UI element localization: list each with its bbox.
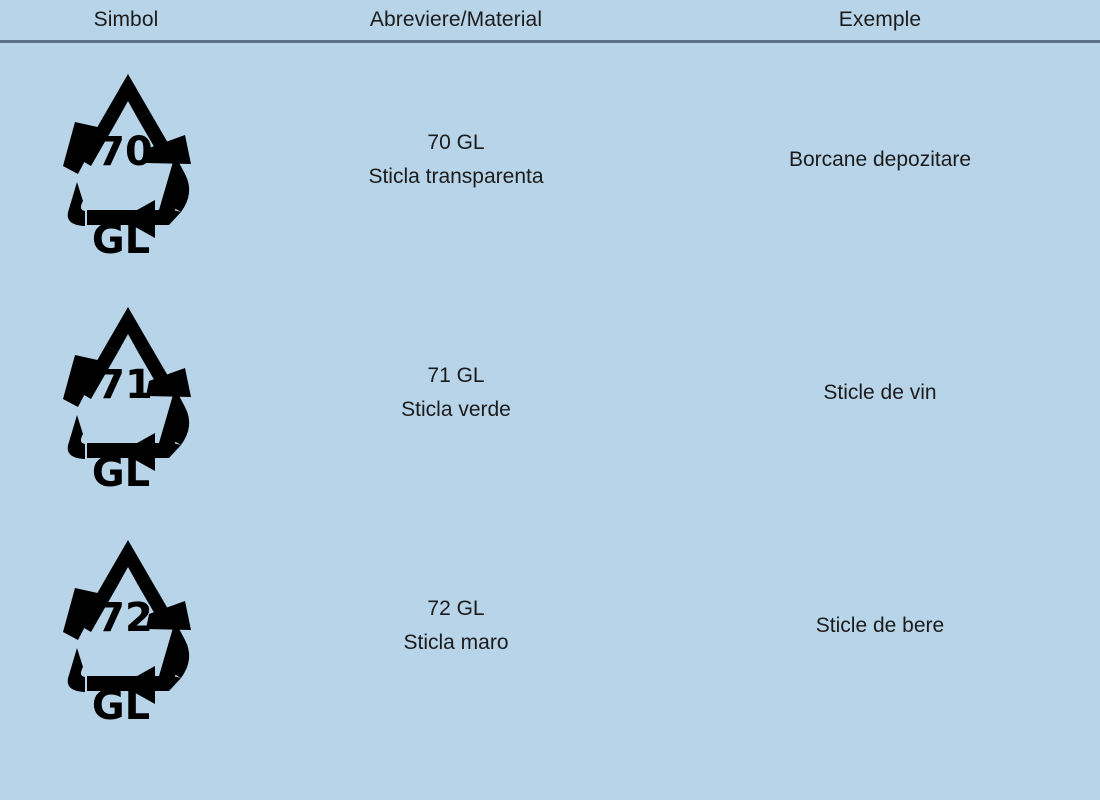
example-cell: Sticle de bere: [660, 509, 1100, 742]
symbol-number: 71: [97, 362, 153, 408]
mobius-loop-recycling-icon: 70 GL: [63, 74, 191, 257]
material-name: Sticla maro: [403, 630, 509, 654]
table-header: Simbol Abreviere/Material Exemple: [0, 0, 1100, 40]
material-code: 71 GL: [427, 363, 485, 387]
mobius-loop-recycling-icon: 72 GL: [63, 540, 191, 723]
table-row: 70 GL 70 GL Sticla transparenta Borcane …: [0, 43, 1100, 276]
symbol-number: 72: [97, 595, 153, 641]
material-code: 70 GL: [427, 130, 485, 154]
symbol-cell: 72 GL: [0, 509, 252, 742]
symbol-cell: 71 GL: [0, 276, 252, 509]
symbol-abbreviation: GL: [92, 683, 150, 723]
material-name: Sticla transparenta: [368, 164, 544, 188]
column-header-simbol: Simbol: [93, 8, 159, 31]
column-header-exemple: Exemple: [838, 8, 922, 31]
table-row: 72 GL 72 GL Sticla maro Sticle de bere: [0, 509, 1100, 742]
mobius-loop-recycling-icon: 71 GL: [63, 307, 191, 490]
symbol-number: 70: [97, 129, 153, 175]
material-cell: 71 GL Sticla verde: [252, 276, 660, 509]
example-cell: Sticle de vin: [660, 276, 1100, 509]
example-text: Sticle de bere: [815, 613, 945, 637]
symbol-abbreviation: GL: [92, 450, 150, 490]
example-text: Borcane depozitare: [788, 147, 972, 171]
example-text: Sticle de vin: [823, 380, 937, 404]
column-header-abreviere-material: Abreviere/Material: [369, 8, 543, 31]
material-name: Sticla verde: [401, 397, 511, 421]
table-body: 70 GL 70 GL Sticla transparenta Borcane …: [0, 43, 1100, 742]
header-divider: [0, 40, 1100, 43]
symbol-abbreviation: GL: [92, 217, 150, 257]
symbol-cell: 70 GL: [0, 43, 252, 276]
material-code: 72 GL: [427, 596, 485, 620]
material-cell: 72 GL Sticla maro: [252, 509, 660, 742]
example-cell: Borcane depozitare: [660, 43, 1100, 276]
table-row: 71 GL 71 GL Sticla verde Sticle de vin: [0, 276, 1100, 509]
material-cell: 70 GL Sticla transparenta: [252, 43, 660, 276]
